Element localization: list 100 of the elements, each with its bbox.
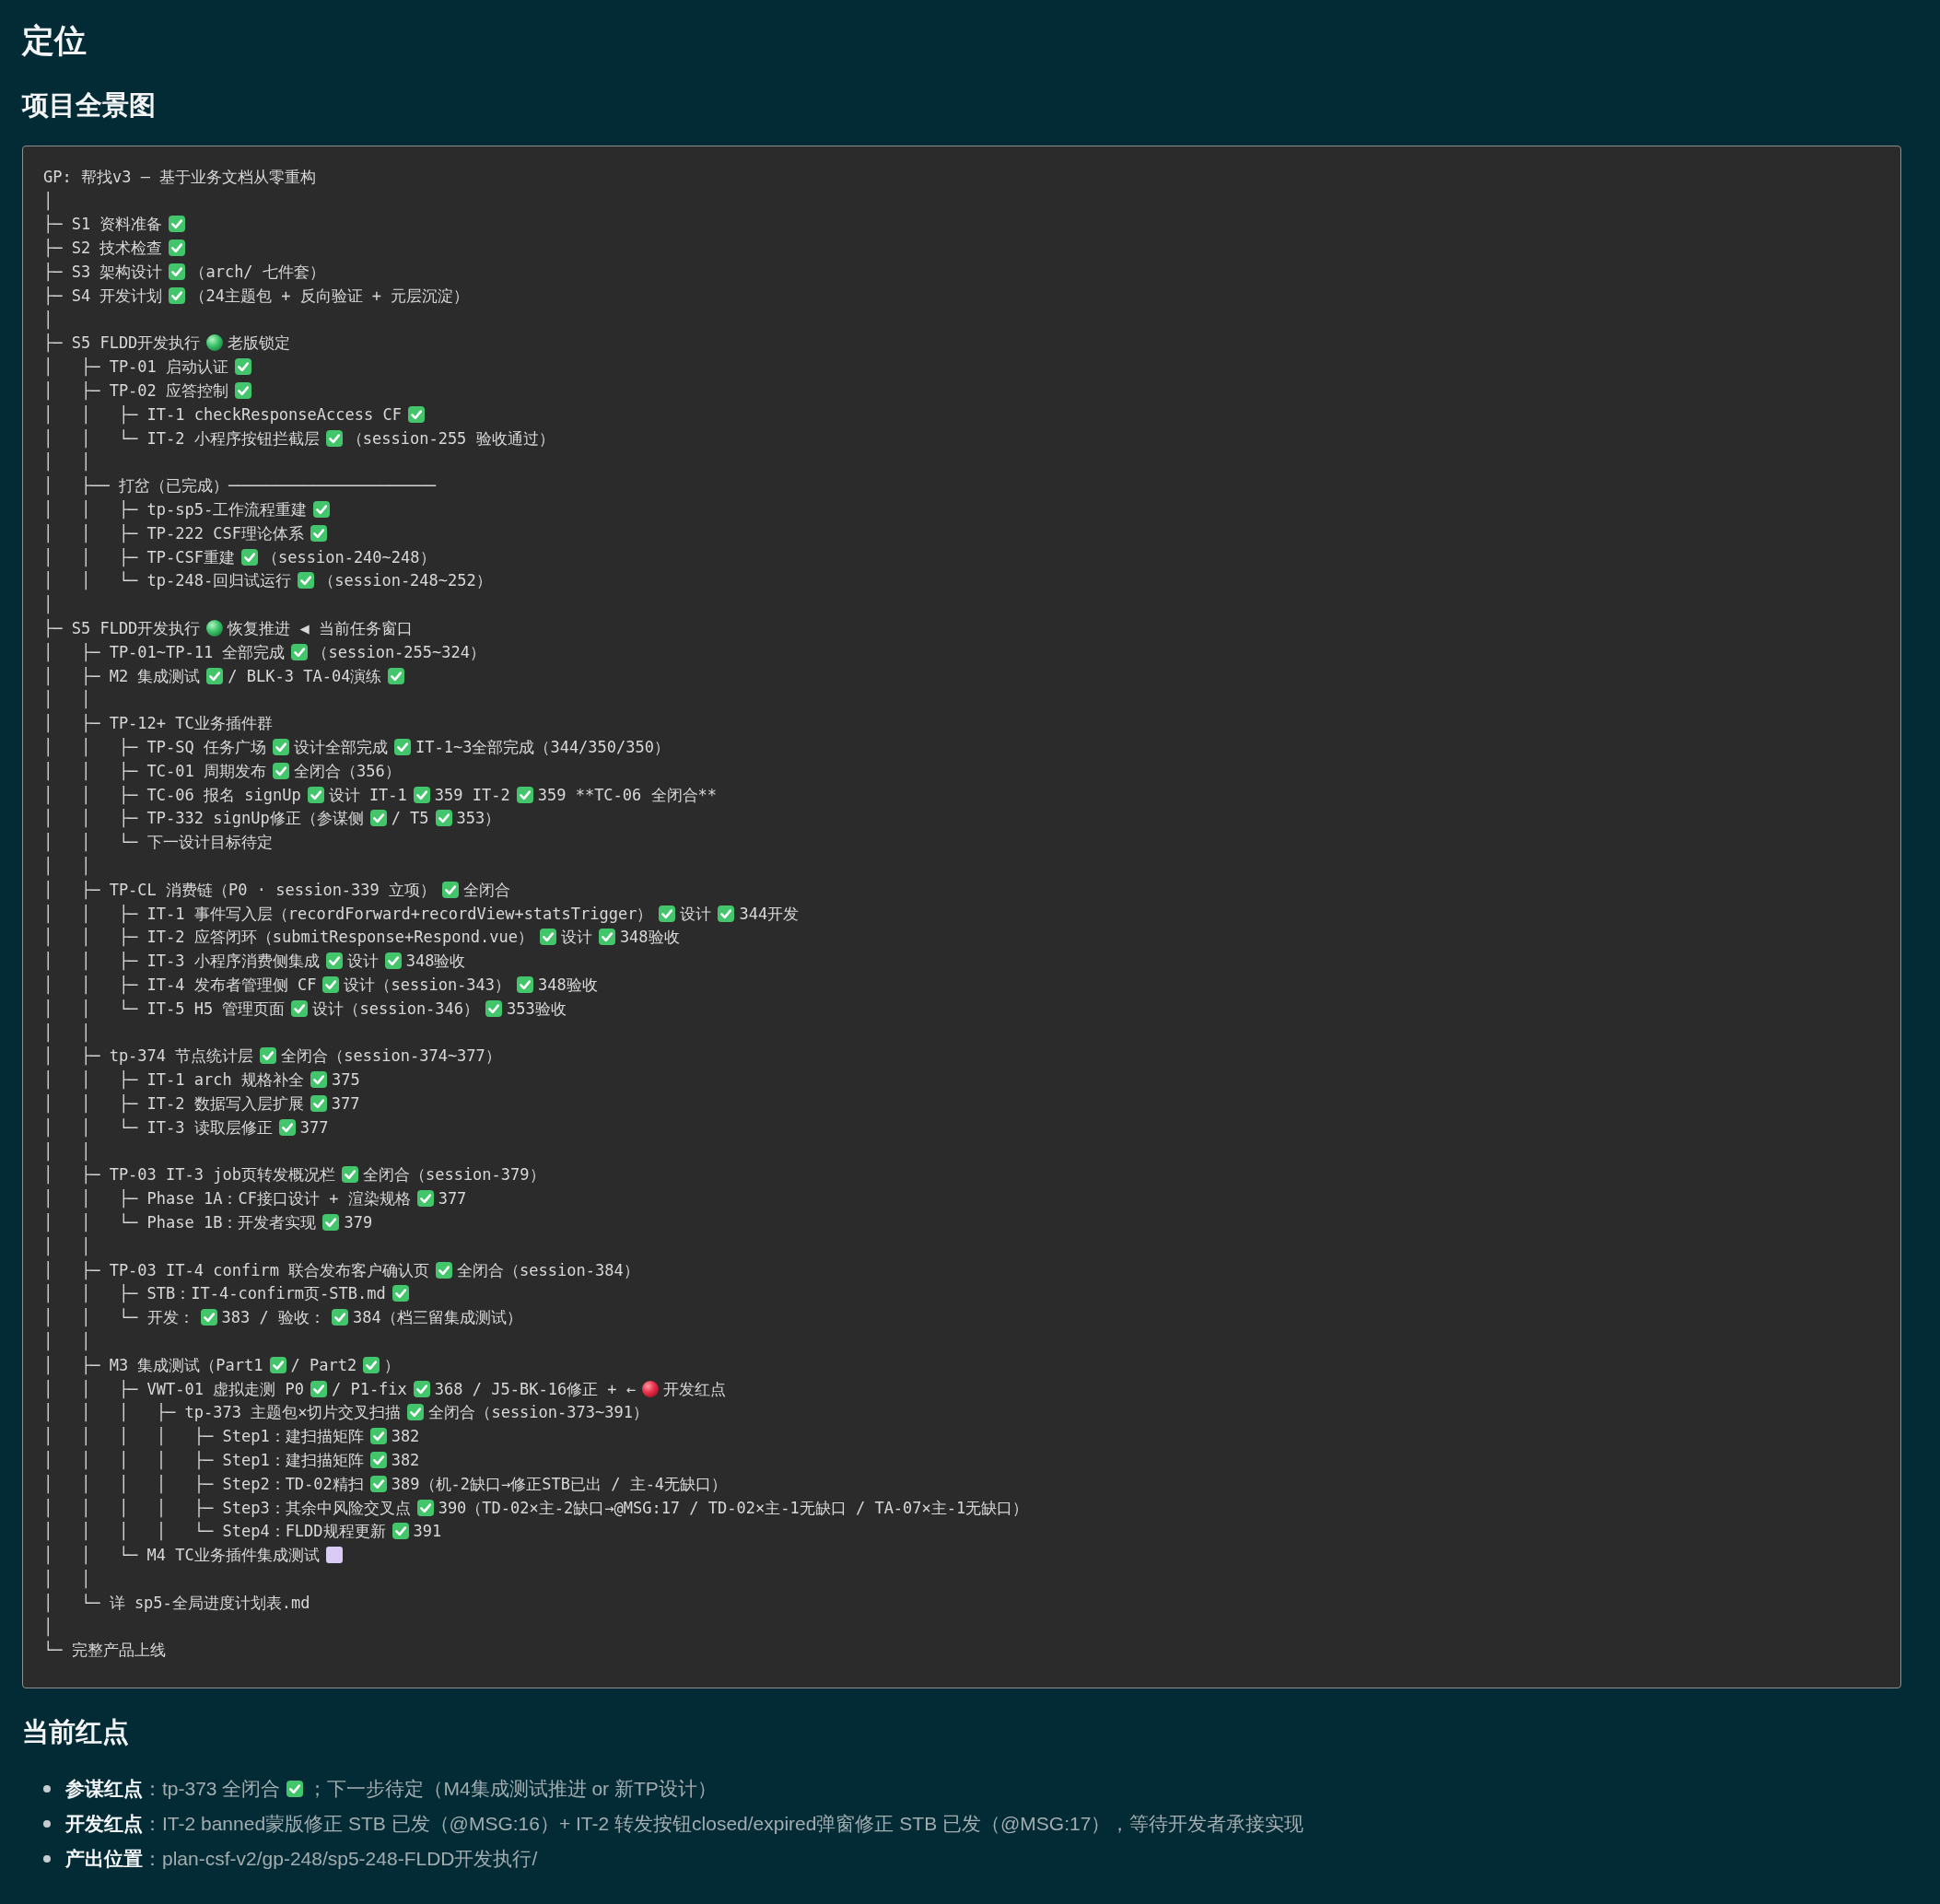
code-text: │ │ └─ M4 TC业务插件集成测试 (43, 1546, 320, 1565)
code-text: 设计 (680, 904, 712, 923)
code-text: │ │ ├─ IT-1 checkResponseAccess CF (43, 404, 402, 424)
code-text: │ │ ├─ STB：IT-4-confirm页-STB.md (43, 1284, 386, 1303)
code-text: │ │ ├─ TC-01 周期发布 (43, 761, 266, 780)
code-text: │ │ │ ├─ tp-373 主题包×切片交叉扫描 (43, 1403, 402, 1422)
code-text: │ ├─ TP-01 启动认证 (43, 357, 229, 377)
code-text: │ │ ├─ IT-1 事件写入层（recordForward+recordView+statsTrigger） (43, 904, 653, 923)
code-text: │ │ ├─ TP-332 signUp修正（参谋侧 (43, 809, 364, 828)
code-text: │ (43, 191, 53, 210)
code-text: │ │ └─ IT-5 H5 管理页面 (43, 999, 286, 1018)
code-text: 348验收 (619, 928, 680, 947)
code-text: ├─ S2 技术检查 (43, 239, 163, 258)
code-text: │ │ ├─ TP-222 CSF理论体系 (43, 523, 304, 543)
code-text: │ │ │ │ ├─ Step1：建扫描矩阵 (43, 1450, 364, 1469)
code-text: │ │ ├─ IT-2 数据写入层扩展 (43, 1093, 304, 1113)
code-text: │ │ ├─ tp-sp5-工作流程重建 (43, 500, 308, 520)
code-text: 全闭合（356） (294, 761, 401, 780)
code-text: / T5 (391, 809, 429, 828)
code-text: 设计（session-343） (344, 975, 511, 994)
code-text: │ ├─ TP-12+ TC业务插件群 (43, 714, 273, 733)
code-text: / P1-fix (331, 1379, 407, 1398)
code-text: │ │ (43, 1022, 91, 1042)
code-text: │ │ └─ IT-2 小程序按钮拦截层 (43, 428, 320, 448)
code-text: 全闭合（session-373~391） (428, 1403, 649, 1422)
code-text: │ ├─ TP-02 应答控制 (43, 381, 229, 401)
code-text: 375 (331, 1070, 360, 1090)
code-text: 382 (391, 1450, 420, 1469)
code-text: 353验收 (507, 999, 567, 1018)
code-text: │ ├─ M3 集成测试（Part1 (43, 1355, 263, 1374)
code-text: │ │ └─ IT-3 读取层修正 (43, 1117, 273, 1137)
code-text: 383 / 验收： (221, 1308, 325, 1327)
list-item-text: ；下一步待定（M4集成测试推进 or 新TP设计） (308, 1777, 717, 1802)
code-text: 全闭合 (463, 880, 511, 899)
code-text: 设计（session-346） (312, 999, 480, 1018)
code-text: │ │ ├─ IT-4 发布者管理侧 CF (43, 975, 317, 994)
code-text: 恢复推进 ◀ 当前任务窗口 (228, 619, 414, 638)
code-text: │ ├─ M2 集成测试 (43, 666, 201, 685)
code-text: 348验收 (538, 975, 598, 994)
code-text: 379 (344, 1212, 373, 1232)
code-text: 全闭合（session-379） (362, 1165, 545, 1185)
code-text: │ │ └─ 开发： (43, 1308, 194, 1327)
code-text: 377 (438, 1189, 467, 1209)
code-text: │ ├─ TP-03 IT-4 confirm 联合发布客户确认页 (43, 1260, 430, 1279)
code-text: （24主题包 + 反向验证 + 元层沉淀） (190, 286, 470, 305)
code-text: │ │ ├─ TP-SQ 任务广场 (43, 738, 266, 756)
code-text: │ ├─ TP-03 IT-3 job页转发概况栏 (43, 1165, 335, 1185)
list-item-text: 产出位置：plan-csf-v2/gp-248/sp5-248-FLDD开发执行/ (65, 1847, 538, 1872)
code-text: │ (43, 310, 53, 329)
code-text: │ │ │ │ ├─ Step2：TD-02精扫 (43, 1474, 364, 1493)
code-text: 377 (299, 1117, 329, 1137)
code-text: │ │ │ │ ├─ Step1：建扫描矩阵 (43, 1427, 364, 1446)
code-text: 全闭合（session-374~377） (281, 1046, 501, 1066)
code-text: │ │ ├─ TC-06 报名 signUp (43, 785, 301, 804)
code-text: │ │ (43, 1236, 91, 1256)
code-text: 359 **TC-06 全闭合** (537, 785, 717, 804)
code-text: │ ├─ tp-374 节点统计层 (43, 1046, 254, 1066)
code-text: ├─ S3 架构设计 (43, 263, 163, 282)
code-text: │ │ (43, 690, 91, 709)
code-text: 开发红点 (663, 1379, 727, 1398)
code-text: │ │ ├─ IT-3 小程序消费侧集成 (43, 952, 320, 971)
code-text: │ │ ├─ IT-1 arch 规格补全 (43, 1070, 304, 1090)
code-text: │ (43, 595, 53, 614)
code-text: 353） (456, 809, 501, 828)
code-text: │ (43, 1617, 53, 1636)
code-text: 359 IT-2 (434, 785, 510, 804)
code-text: │ │ └─ Phase 1B：开发者实现 (43, 1212, 317, 1232)
code-text: （arch/ 七件套） (190, 263, 325, 282)
section-heading: 项目全景图 (22, 89, 156, 122)
code-text: │ │ ├─ VWT-01 虚拟走测 P0 (43, 1379, 304, 1398)
code-text: （session-248~252） (319, 571, 492, 590)
code-text: 348验收 (405, 952, 466, 971)
code-text: 全闭合（session-384） (457, 1260, 639, 1279)
code-text: └─ 完整产品上线 (43, 1641, 166, 1660)
code-text: │ │ (43, 1141, 91, 1161)
code-text: │ ├── 打岔（已完成）────────────────────── (43, 476, 437, 496)
code-text: │ │ └─ 下一设计目标待定 (43, 833, 273, 852)
code-text: ├─ S4 开发计划 (43, 286, 163, 305)
code-text: （session-255 验收通过） (346, 428, 555, 448)
code-text: │ │ │ │ └─ Step4：FLDD规程更新 (43, 1522, 386, 1541)
code-text: （session-255~324） (312, 642, 485, 661)
code-text: 设计全部完成 (294, 738, 388, 756)
code-text: │ ├─ TP-01~TP-11 全部完成 (43, 642, 286, 661)
code-text: │ │ ├─ IT-2 应答闭环（submitResponse+Respond.vue） (43, 928, 533, 947)
code-text: IT-1~3全部完成（344/350/350） (415, 738, 670, 756)
code-text: │ │ ├─ TP-CSF重建 (43, 547, 235, 567)
code-text: 389（机-2缺口→修正STB已出 / 主-4无缺口） (391, 1474, 728, 1493)
code-text: │ │ └─ tp-248-回归试运行 (43, 571, 292, 590)
code-text: / BLK-3 TA-04演练 (228, 666, 382, 685)
code-text: 390（TD-02×主-2缺口→@MSG:17 / TD-02×主-1无缺口 / TA-07×主-1无缺口） (438, 1498, 1029, 1517)
list-item-text: 参谋红点：tp-373 全闭合 (65, 1777, 281, 1802)
code-text: 382 (391, 1427, 420, 1446)
page-title: 定位 (22, 21, 87, 60)
code-text: 设计 IT-1 (328, 785, 407, 804)
code-text: 368 / J5-BK-16修正 + ← (434, 1379, 637, 1398)
code-text: / Part2 (290, 1355, 357, 1374)
code-text: 391 (413, 1522, 442, 1541)
code-text: 老版锁定 (228, 333, 291, 353)
code-text: GP: 帮找v3 — 基于业务文档从零重构 (43, 167, 317, 186)
section-heading: 当前红点 (22, 1716, 129, 1749)
